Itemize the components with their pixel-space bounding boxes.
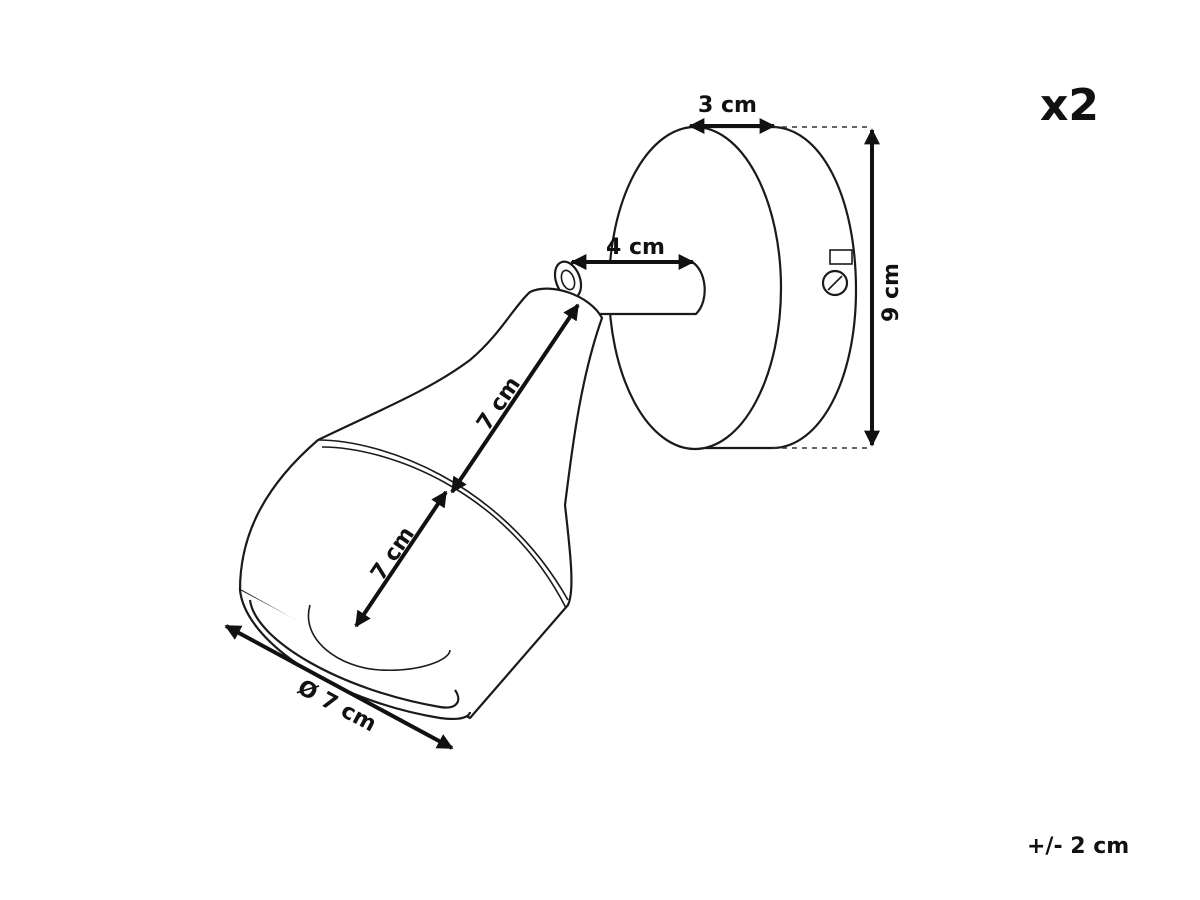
dim-line-shade-diameter: [224, 624, 454, 750]
screw-icon: [821, 249, 853, 297]
label-arm-length: 4 cm: [606, 235, 665, 260]
label-base-depth: 3 cm: [698, 93, 757, 118]
dim-line-shade-length: [354, 490, 448, 628]
quantity-label: x2: [1040, 80, 1099, 131]
label-base-height: 9 cm: [879, 263, 904, 322]
dim-line-neck-length: [450, 303, 580, 494]
tolerance-label: +/- 2 cm: [1027, 834, 1130, 859]
